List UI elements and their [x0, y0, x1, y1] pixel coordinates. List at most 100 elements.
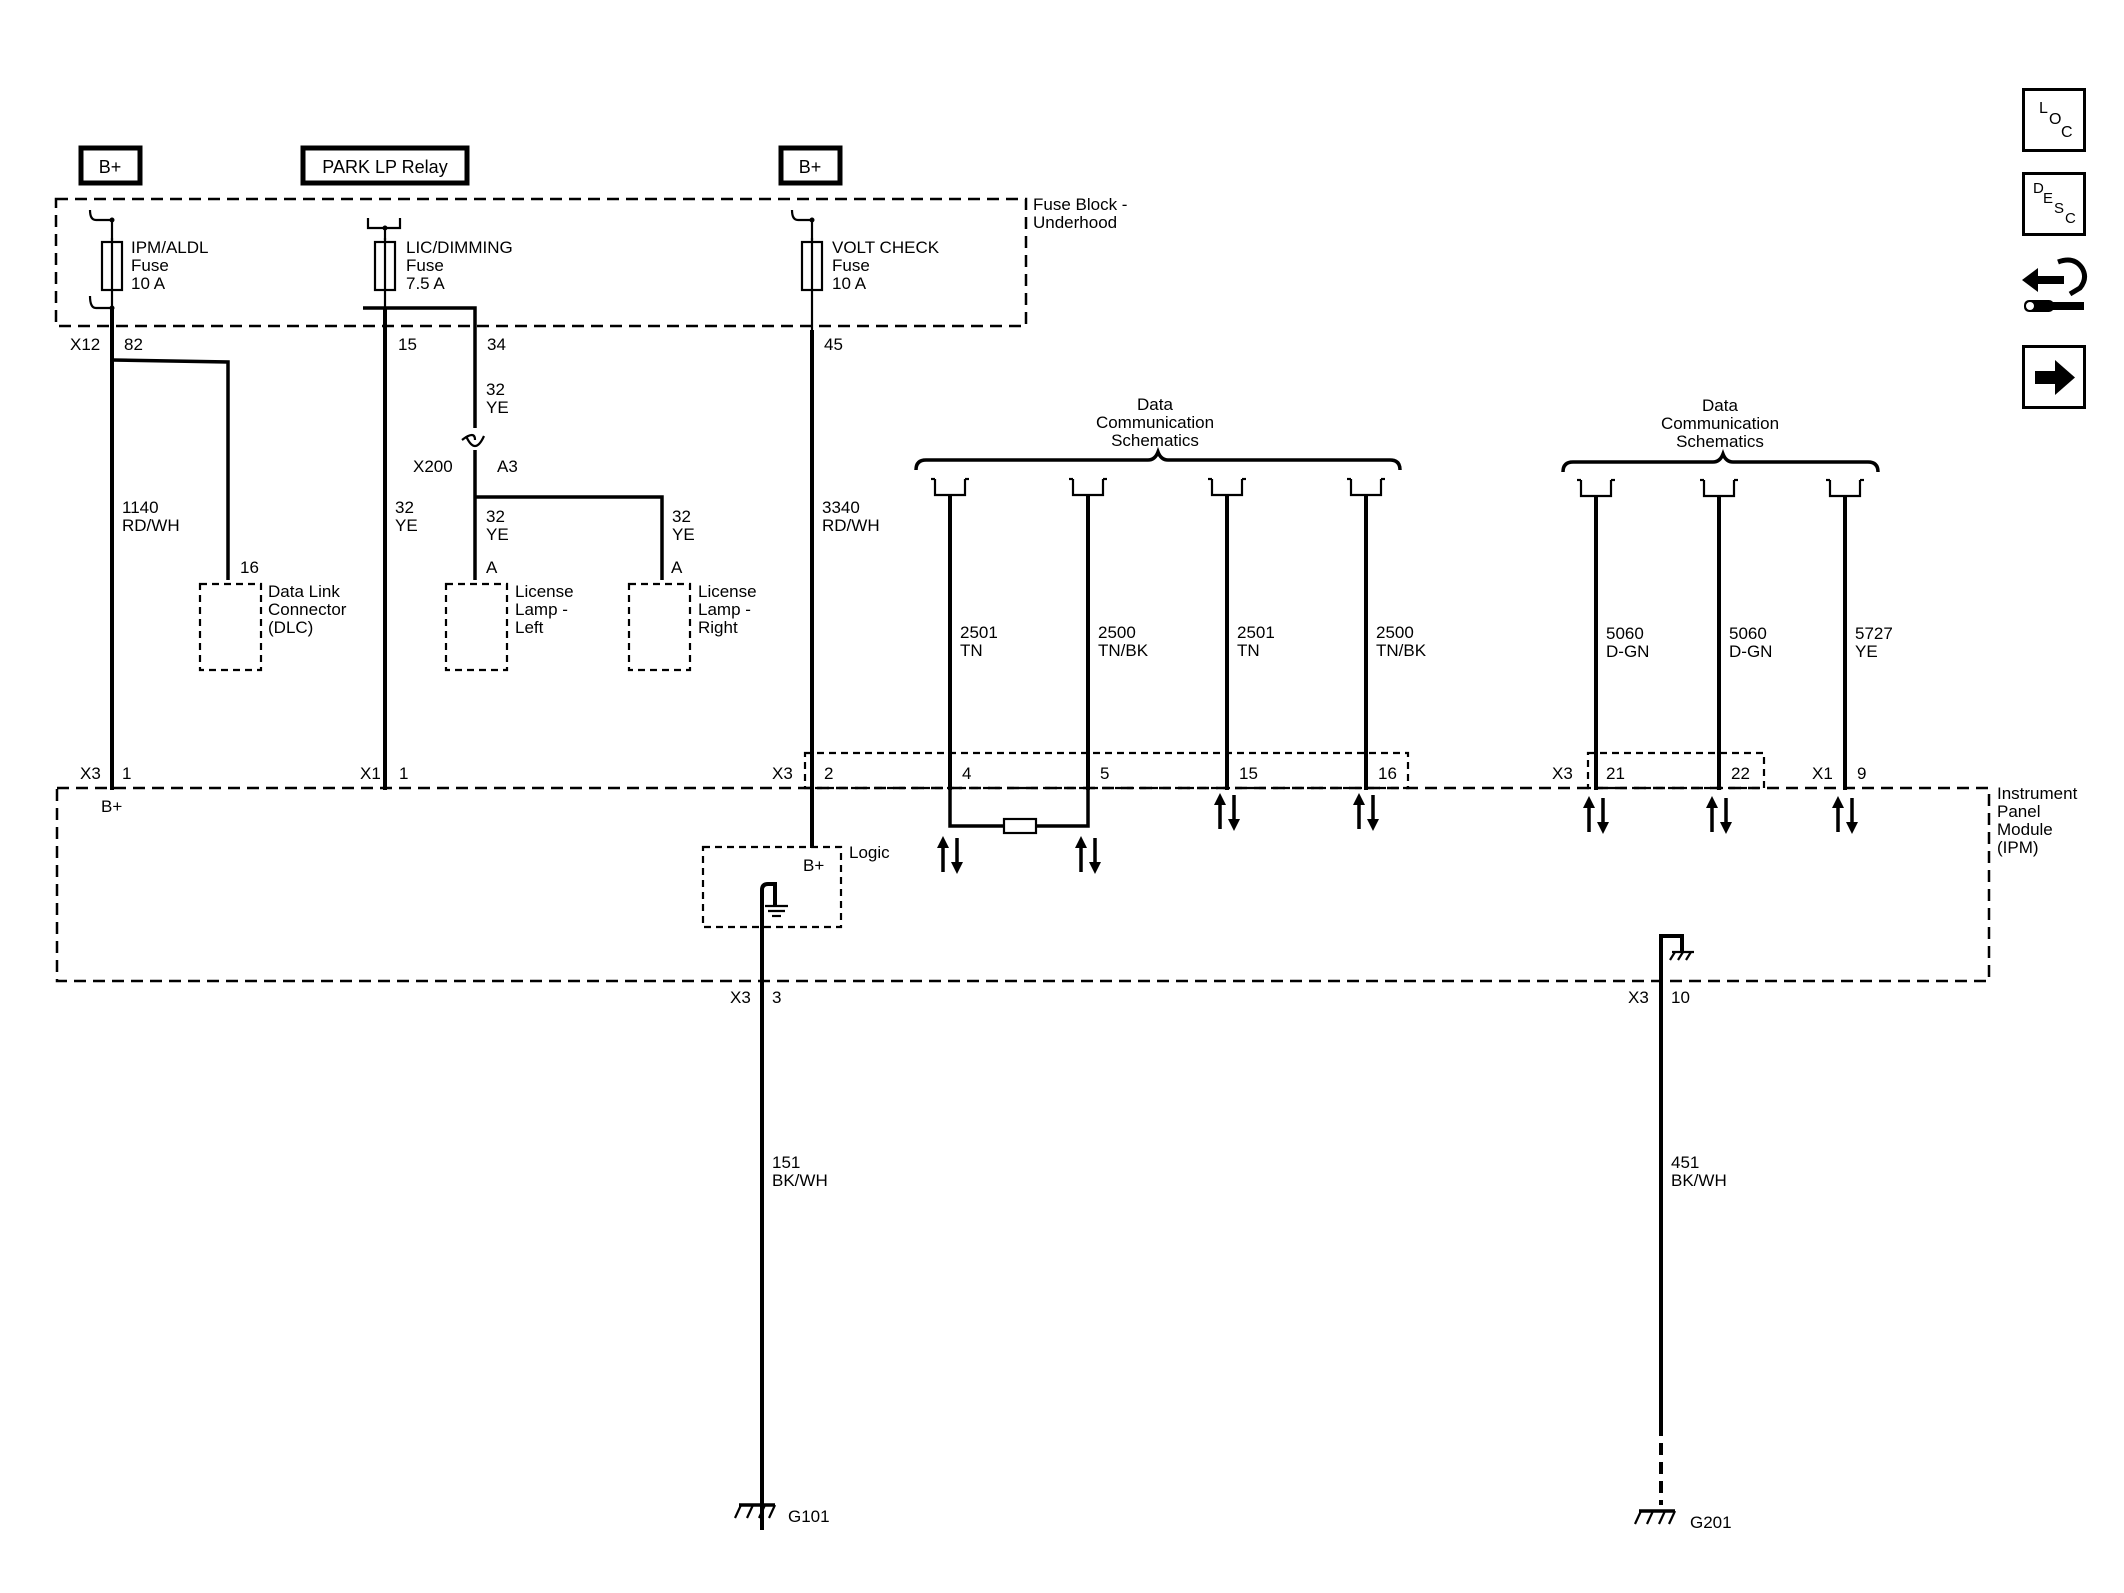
ipm-x3-1-conn: X3: [80, 764, 101, 783]
wire-2501a-color: TN: [960, 641, 983, 660]
loc-icon: L O C: [2039, 100, 2073, 141]
connector-view-icon: [2022, 257, 2088, 312]
ipm-x3-21-pin: 21: [1606, 764, 1625, 783]
bplus-right-label: B+: [799, 157, 822, 177]
wire-32-right-color: YE: [672, 525, 695, 544]
wire-32-left-number: 32: [486, 507, 505, 526]
wire-2500a-color: TN/BK: [1098, 641, 1149, 660]
data-comm-2-line1: Data: [1702, 396, 1738, 415]
loc-letter-o: O: [2049, 111, 2061, 128]
wire-2501b-number: 2501: [1237, 623, 1275, 642]
terminating-resistor: [948, 790, 1090, 835]
pin-45-label: 45: [824, 335, 843, 354]
park-lamp-relay-source: PARK LP Relay: [300, 145, 470, 186]
data-comm-2-line3: Schematics: [1676, 432, 1764, 451]
license-lamp-left: A License Lamp - Left: [444, 558, 574, 672]
ipm-x3-2-conn: X3: [772, 764, 793, 783]
wire-32-x1-number: 32: [395, 498, 414, 517]
desc-letter-c: C: [2065, 210, 2076, 227]
ground-g101: G101: [733, 1503, 830, 1526]
next-arrow-icon: [2035, 360, 2075, 395]
ipm-x1-1-pin: 1: [399, 764, 408, 783]
fuse-lic-dimming: LIC/DIMMING Fuse 7.5 A: [366, 218, 513, 308]
data-comm-1-line2: Communication: [1096, 413, 1214, 432]
ipm-x3-3-conn: X3: [730, 988, 751, 1007]
ipm-name-line2: Panel: [1997, 802, 2040, 821]
wire-5060a-number: 5060: [1606, 624, 1644, 643]
fuse-ipm-aldl: IPM/ALDL Fuse 10 A: [88, 209, 208, 311]
bidirectional-arrow-icon: [1351, 791, 1381, 833]
wire-451-color: BK/WH: [1671, 1171, 1727, 1190]
ipm-logic-block: Logic B+: [701, 843, 890, 1530]
dlc-name-line3: (DLC): [268, 618, 313, 637]
fuse-ipm-aldl-rating: 10 A: [131, 274, 166, 293]
logic-bplus-label: B+: [803, 856, 824, 875]
bidirectional-arrow-icon: [1073, 834, 1103, 876]
ipm-pin-16: 16: [1378, 764, 1397, 783]
ipm-x3-3-pin: 3: [772, 988, 781, 1007]
pin-15-label: 15: [398, 335, 417, 354]
instrument-panel-module-outline: [55, 786, 1991, 983]
connector-x12-label: X12: [70, 335, 100, 354]
fuse-lic-dimming-type: Fuse: [406, 256, 444, 275]
fuse-lic-dimming-rating: 7.5 A: [406, 274, 445, 293]
wire-32-left-color: YE: [486, 525, 509, 544]
ipm-x3-1-pin: 1: [122, 764, 131, 783]
pin-82-label: 82: [124, 335, 143, 354]
bidirectional-arrow-icon: [1212, 791, 1242, 833]
data-comm-1-line1: Data: [1137, 395, 1173, 414]
next-page-button[interactable]: [2022, 345, 2086, 409]
fuse-block-name-line2: Underhood: [1033, 213, 1117, 232]
dlc-pin-label: 16: [240, 558, 259, 577]
data-comm-1-line3: Schematics: [1111, 431, 1199, 450]
connector-view-button[interactable]: [2018, 250, 2088, 330]
splice-x200-label: X200: [413, 457, 453, 476]
wire-3340-number: 3340: [822, 498, 860, 517]
lamp-left-name-line2: Lamp -: [515, 600, 568, 619]
wire-5060a-color: D-GN: [1606, 642, 1649, 661]
bplus-source-right: B+: [778, 145, 843, 186]
description-view-button[interactable]: D E S C: [2022, 172, 2086, 236]
lamp-left-name-line1: License: [515, 582, 574, 601]
dlc-name-line2: Connector: [268, 600, 347, 619]
loc-letter-c: C: [2061, 124, 2073, 141]
ipm-x1-9-pin: 9: [1857, 764, 1866, 783]
fuse-ipm-aldl-name: IPM/ALDL: [131, 238, 208, 257]
loc-letter-l: L: [2039, 100, 2048, 117]
wire-5727-number: 5727: [1855, 624, 1893, 643]
fuse-volt-check-type: Fuse: [832, 256, 870, 275]
bplus-source-left: B+: [78, 145, 143, 186]
wire-1140-number: 1140: [122, 498, 159, 517]
circuit-32: [363, 306, 664, 790]
wire-151-number: 151: [772, 1153, 800, 1172]
park-relay-label: PARK LP Relay: [322, 157, 447, 177]
wire-32-feed-color: YE: [486, 398, 509, 417]
wire-32-x1-color: YE: [395, 516, 418, 535]
ipm-x3-21-conn: X3: [1552, 764, 1573, 783]
wire-5060b-color: D-GN: [1729, 642, 1772, 661]
fuse-lic-dimming-name: LIC/DIMMING: [406, 238, 513, 257]
data-link-connector: 16 Data Link Connector (DLC): [198, 558, 347, 672]
lamp-left-pin-label: A: [486, 558, 498, 577]
desc-letter-d: D: [2033, 180, 2044, 197]
circuit-1140: [110, 308, 230, 790]
ipm-name-line1: Instrument: [1997, 784, 2078, 803]
wire-2500b-number: 2500: [1376, 623, 1414, 642]
lamp-right-name-line3: Right: [698, 618, 738, 637]
license-lamp-right: A License Lamp - Right: [627, 558, 757, 672]
ipm-connector-x3-group-1: [803, 751, 1410, 790]
ipm-x3-10-pin: 10: [1671, 988, 1690, 1007]
location-view-button[interactable]: L O C: [2022, 88, 2086, 152]
logic-label: Logic: [849, 843, 890, 862]
lamp-left-name-line3: Left: [515, 618, 544, 637]
wire-151-color: BK/WH: [772, 1171, 828, 1190]
wire-32-right-number: 32: [672, 507, 691, 526]
wire-451-number: 451: [1671, 1153, 1699, 1172]
desc-icon: D E S C: [2033, 180, 2076, 227]
bidirectional-arrow-icon: [1704, 794, 1734, 836]
data-communication-group-2: Data Communication Schematics: [1561, 396, 1880, 790]
wire-5060b-number: 5060: [1729, 624, 1767, 643]
desc-letter-e: E: [2043, 190, 2053, 207]
data-comm-2-line2: Communication: [1661, 414, 1779, 433]
ipm-x3-2-pin: 2: [824, 764, 833, 783]
